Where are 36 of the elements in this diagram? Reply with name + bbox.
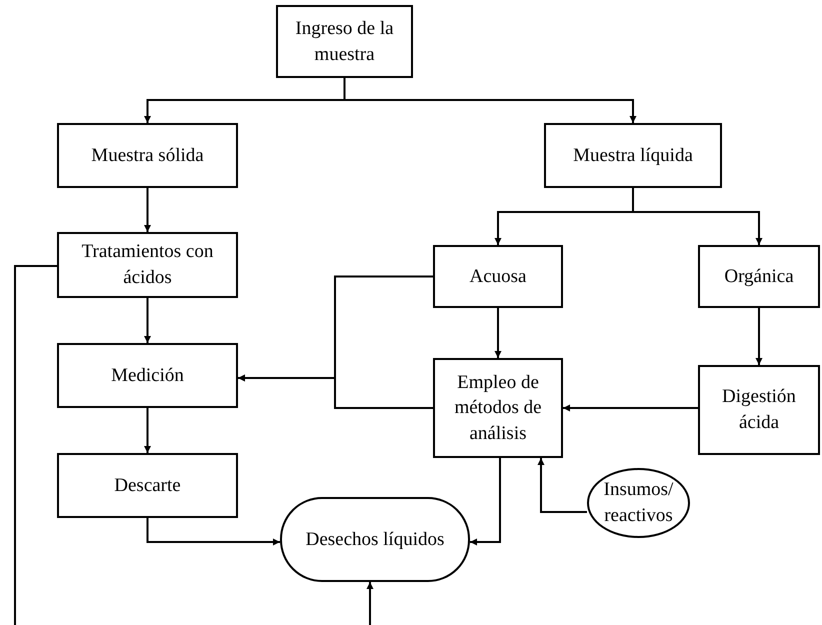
connector-line [14, 265, 57, 625]
process-box [57, 123, 238, 188]
process-box [57, 232, 238, 298]
node-label: Muestra líquida [573, 144, 693, 168]
process-box [276, 5, 413, 78]
arrow [563, 404, 698, 412]
arrow [344, 78, 636, 123]
arrow [632, 188, 762, 245]
arrow [238, 374, 433, 409]
process-box [433, 245, 563, 308]
process-box [698, 365, 820, 455]
arrow [494, 308, 502, 358]
node-label: Tratamientos con ácidos [80, 240, 214, 290]
process-box [433, 358, 563, 458]
process-box [57, 343, 238, 408]
node-label: Ingreso de la muestra [294, 16, 395, 66]
arrow [756, 308, 762, 365]
arrow [366, 582, 374, 625]
process-box [698, 245, 820, 308]
arrow [146, 518, 280, 546]
arrow [470, 458, 501, 546]
process-box [544, 123, 722, 188]
arrow [144, 188, 151, 232]
arrow [144, 408, 151, 453]
node-label: Digestión ácida [721, 385, 797, 435]
node-label: Orgánica [724, 264, 794, 289]
node-label: Insumos/ reactivos [602, 478, 674, 528]
node-label: Empleo de métodos de análisis [453, 370, 543, 446]
node-label: Medición [111, 364, 184, 388]
node-label: Descarte [114, 474, 181, 498]
node-label: Acuosa [470, 264, 526, 289]
arrow [144, 298, 151, 343]
node-label: Muestra sólida [91, 144, 204, 168]
node-label: Desechos líquidos [306, 528, 444, 552]
process-box [57, 453, 238, 518]
arrow [538, 458, 587, 513]
